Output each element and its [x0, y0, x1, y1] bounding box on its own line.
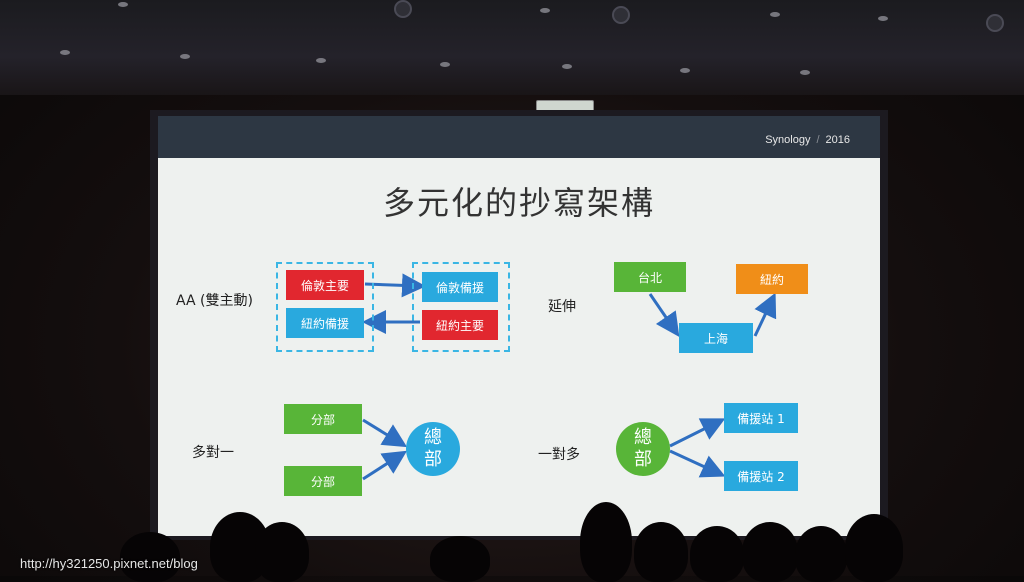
brand-year: 2016	[825, 134, 850, 146]
audience-head	[580, 502, 632, 582]
aa-group-left	[276, 262, 374, 352]
ceiling-light	[60, 50, 70, 55]
branch-box-1: 分部	[284, 404, 362, 434]
extend-arrow-up	[753, 292, 777, 337]
branch-box-2: 分部	[284, 466, 362, 496]
london-backup-box: 倫敦備援	[422, 272, 498, 302]
audience-head	[690, 526, 744, 582]
hq-text-bottom: 部	[424, 449, 442, 470]
brand-name: Synology	[765, 134, 811, 146]
aa-group-right	[412, 262, 510, 352]
branch1-arrow	[362, 418, 408, 448]
taipei-box: 台北	[614, 262, 686, 292]
hq-text-bottom: 部	[634, 449, 652, 470]
ceiling-light	[180, 54, 190, 59]
audience-head	[795, 526, 847, 582]
ceiling-fixture	[394, 0, 412, 18]
audience-head	[430, 536, 490, 582]
extend-label: 延伸	[548, 299, 576, 315]
diagram-arrows	[362, 273, 777, 481]
london-primary-box: 倫敦主要	[286, 270, 364, 300]
hq-text-top: 總	[634, 427, 652, 448]
newyork-backup-box: 紐約備援	[286, 308, 364, 338]
backup-site-box-2: 備援站 2	[724, 461, 798, 491]
ceiling-light	[680, 68, 690, 73]
slide-header-bar: Synology/2016	[158, 116, 880, 158]
backup2-arrow	[669, 449, 726, 478]
headquarters-circle: 總 部	[616, 422, 670, 476]
brand-mark: Synology/2016	[765, 134, 850, 146]
backup1-arrow	[669, 418, 726, 448]
newyork-box: 紐約	[736, 264, 808, 294]
ceiling-light	[770, 12, 780, 17]
extend-arrow-down	[648, 293, 680, 337]
aa-arrow-right	[364, 273, 426, 298]
ceiling-light	[562, 64, 572, 69]
ceiling-light	[316, 58, 326, 63]
ceiling-fixture	[986, 14, 1004, 32]
ceiling-light	[540, 8, 550, 13]
audience-head	[634, 522, 688, 582]
ceiling-light	[440, 62, 450, 67]
aa-label: AA (雙主動)	[176, 293, 253, 309]
many-to-one-label: 多對一	[192, 445, 234, 461]
ceiling-light	[800, 70, 810, 75]
shanghai-box: 上海	[679, 323, 753, 353]
audience-head	[742, 522, 798, 582]
hq-text-top: 總	[424, 427, 442, 448]
ceiling-light	[118, 2, 128, 7]
branch2-arrow	[362, 450, 408, 481]
slide-title: 多元化的抄寫架構	[382, 184, 655, 222]
audience-head	[845, 514, 903, 582]
audience-head	[120, 532, 180, 582]
ceiling-fixture	[612, 6, 630, 24]
watermark-url: http://hy321250.pixnet.net/blog	[20, 556, 198, 571]
presentation-slide: Synology/2016 多元化的抄寫架構 AA (雙主動) 倫敦主要 紐約備…	[158, 116, 880, 536]
ceiling	[0, 0, 1024, 95]
audience-head	[255, 522, 309, 582]
newyork-primary-box: 紐約主要	[422, 310, 498, 340]
one-to-many-label: 一對多	[538, 447, 580, 463]
audience-silhouettes	[0, 492, 1024, 582]
headquarters-circle: 總 部	[406, 422, 460, 476]
backup-site-box-1: 備援站 1	[724, 403, 798, 433]
ceiling-light	[878, 16, 888, 21]
